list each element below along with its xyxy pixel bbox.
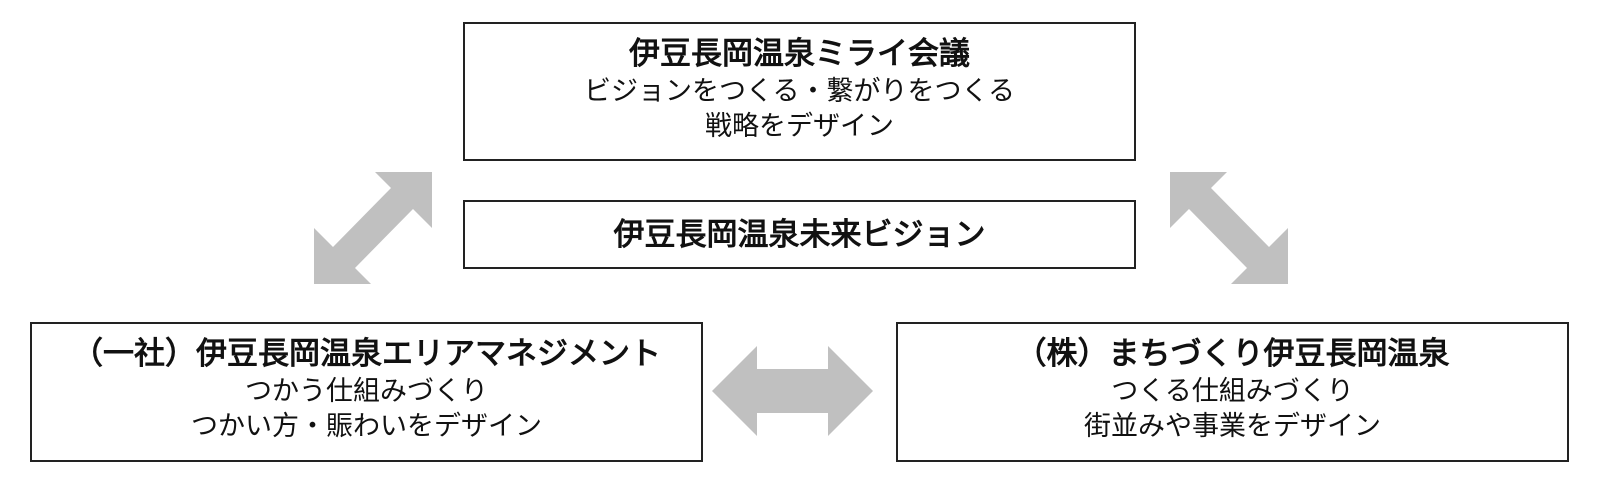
future-council-box: 伊豆長岡温泉ミライ会議 ビジョンをつくる・繋がりをつくる 戦略をデザイン: [463, 22, 1136, 161]
town-development-line-1: つくる仕組みづくり: [1111, 376, 1354, 407]
town-development-title: （株）まちづくり伊豆長岡温泉: [1015, 336, 1450, 372]
future-vision-title: 伊豆長岡温泉未来ビジョン: [613, 216, 986, 253]
future-council-title: 伊豆長岡温泉ミライ会議: [629, 36, 970, 72]
future-council-line-2: 戦略をデザイン: [705, 111, 894, 142]
area-management-title: （一社）伊豆長岡温泉エリアマネジメント: [72, 336, 661, 372]
future-council-line-1: ビジョンをつくる・繋がりをつくる: [584, 76, 1015, 107]
future-vision-box: 伊豆長岡温泉未来ビジョン: [463, 200, 1136, 269]
double-arrow-horizontal: [712, 346, 873, 436]
area-management-line-1: つかう仕組みづくり: [245, 376, 488, 407]
area-management-box: （一社）伊豆長岡温泉エリアマネジメント つかう仕組みづくり つかい方・賑わいをデ…: [30, 322, 703, 462]
area-management-line-2: つかい方・賑わいをデザイン: [191, 411, 542, 442]
double-arrow-top-right: [1170, 172, 1288, 284]
town-development-box: （株）まちづくり伊豆長岡温泉 つくる仕組みづくり 街並みや事業をデザイン: [896, 322, 1569, 462]
double-arrow-top-left: [314, 172, 432, 284]
town-development-line-2: 街並みや事業をデザイン: [1084, 411, 1381, 442]
